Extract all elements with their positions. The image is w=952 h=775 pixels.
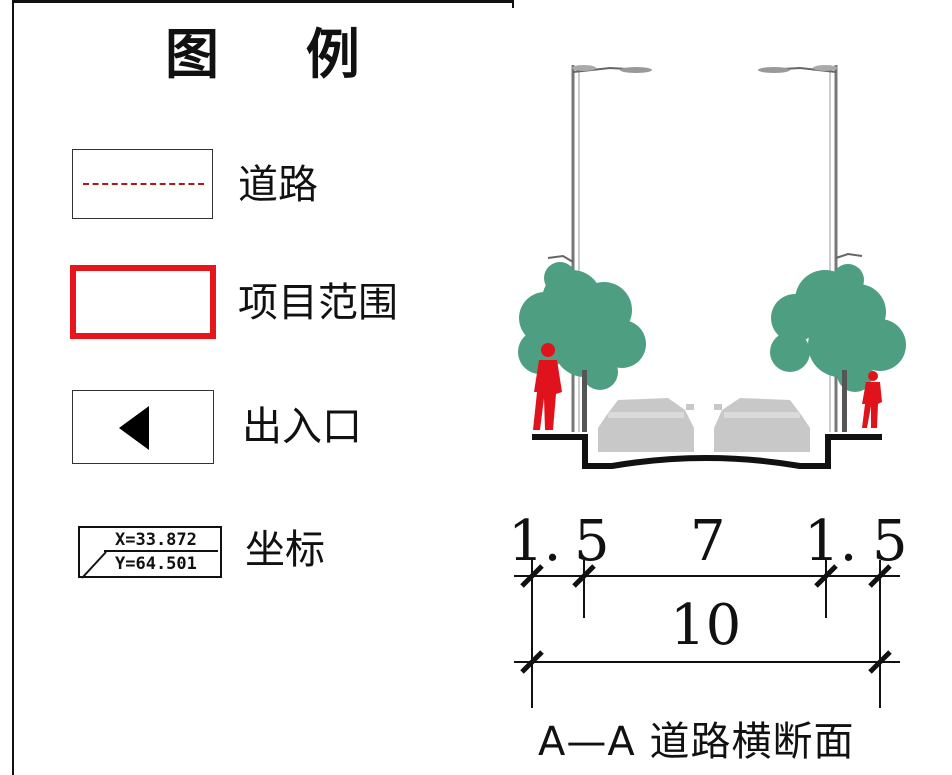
road-cross-section-drawing — [514, 65, 906, 708]
cross-section-caption: A—A 道路横断面 — [538, 719, 855, 765]
road-legend-label: 道路 — [238, 162, 318, 208]
entrance-legend-symbol — [72, 390, 214, 464]
right-pedestrian-icon — [862, 371, 882, 428]
left-tree-icon — [518, 262, 646, 432]
sidewalk-right-width-a: 1. — [804, 509, 858, 574]
coordinate-leader-line — [81, 551, 107, 579]
project-scope-legend-label: 项目范围 — [238, 280, 398, 326]
red-dashed-line-icon — [83, 183, 204, 185]
entrance-legend-label: 出入口 — [242, 404, 362, 450]
road-surface-profile — [532, 434, 882, 469]
left-triangle-icon — [119, 406, 149, 450]
frame-top-tick — [512, 0, 514, 8]
right-car-icon — [714, 398, 810, 452]
sidewalk-left-width-b: 5 — [574, 509, 610, 574]
road-legend-symbol — [72, 149, 213, 219]
sidewalk-left-width-a: 1. — [508, 509, 562, 574]
coordinate-legend-label: 坐标 — [245, 527, 325, 573]
coordinate-y-text: Y=64.501 — [115, 554, 197, 574]
dimension-ticks — [520, 564, 892, 674]
total-width: 10 — [670, 593, 742, 658]
frame-left-border — [12, 0, 14, 775]
carriageway-width: 7 — [690, 509, 726, 574]
frame-top-border — [12, 0, 514, 3]
project-scope-legend-symbol — [70, 265, 216, 339]
coordinate-x-text: X=33.872 — [115, 530, 197, 550]
right-street-lamp-icon — [758, 65, 863, 432]
coordinate-legend-symbol: X=33.872 Y=64.501 — [78, 526, 222, 579]
right-tree-icon — [770, 264, 906, 432]
left-pedestrian-icon — [533, 343, 562, 430]
sidewalk-right-width-b: 5 — [872, 509, 908, 574]
coordinate-divider — [104, 550, 218, 552]
left-car-icon — [598, 398, 694, 452]
legend-title: 图 例 — [165, 23, 394, 86]
